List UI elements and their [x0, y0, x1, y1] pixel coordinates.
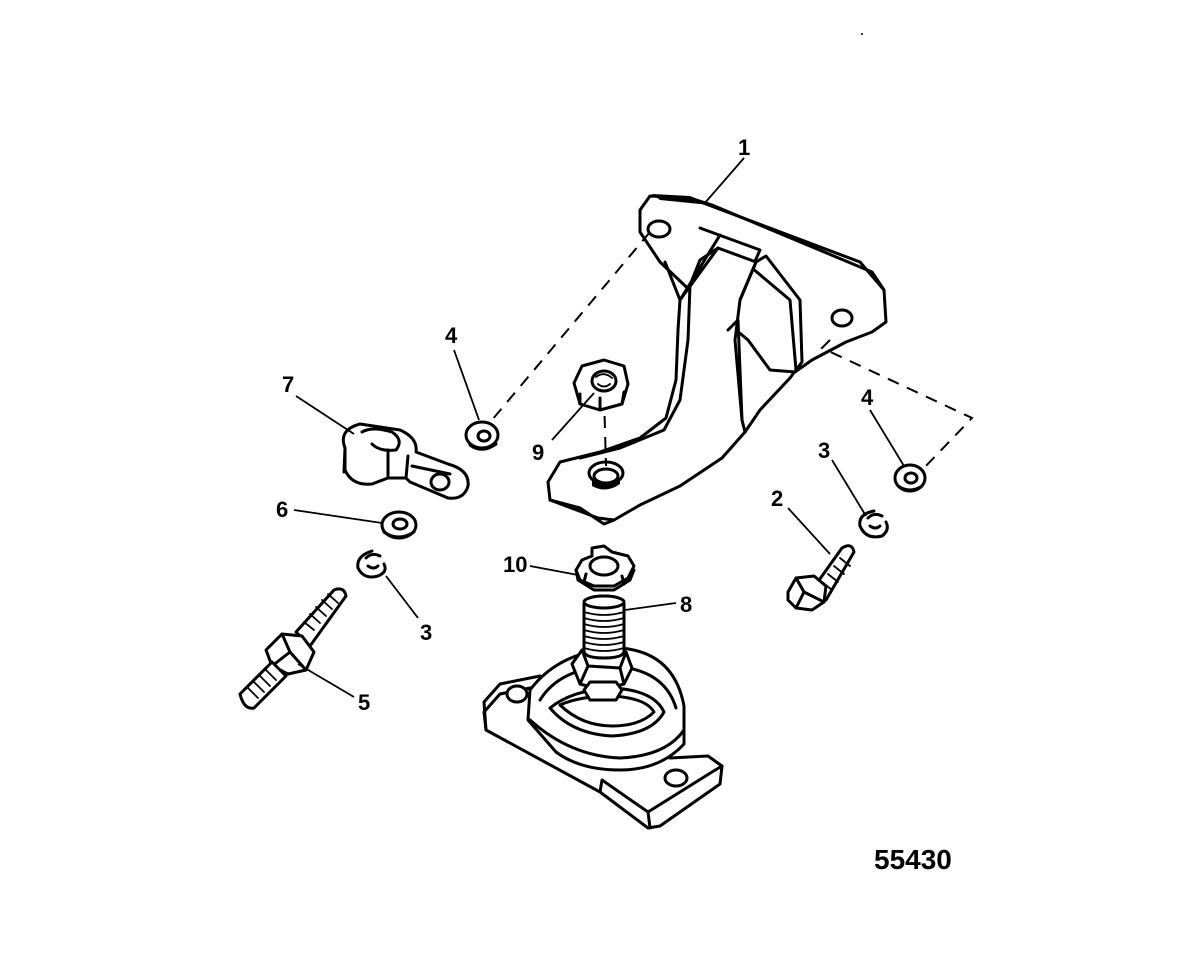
- callout-3-right: 3: [818, 438, 830, 463]
- callout-8: 8: [680, 592, 692, 617]
- callout-labels: 1 4 7 9 4 3 2 6 10 8 3 5: [276, 135, 874, 715]
- bolt-part: [786, 544, 856, 612]
- lock-washer-right-part: [858, 509, 889, 539]
- callout-9: 9: [532, 440, 544, 465]
- callout-3-left: 3: [420, 620, 432, 645]
- bracket-part: [546, 194, 888, 526]
- tab-washer-part: [574, 544, 636, 592]
- callout-2: 2: [771, 486, 783, 511]
- leader-lines: [293, 157, 905, 698]
- flat-washer-left-part: [464, 420, 500, 451]
- clamp-part: [341, 422, 470, 500]
- callout-7: 7: [282, 372, 294, 397]
- engine-mount-part: [482, 594, 724, 830]
- lock-washer-left-part: [356, 549, 387, 579]
- callout-10: 10: [503, 552, 527, 577]
- stud-part: [238, 587, 348, 710]
- callout-5: 5: [358, 690, 370, 715]
- callout-4-right: 4: [861, 385, 874, 410]
- callout-6: 6: [276, 497, 288, 522]
- hex-nut-part: [572, 358, 630, 412]
- callout-4-left: 4: [445, 323, 458, 348]
- figure-number: 55430: [874, 844, 952, 875]
- flat-washer-right-part: [893, 463, 927, 493]
- speck: [861, 33, 863, 35]
- callout-1: 1: [738, 135, 750, 160]
- washer-part: [380, 510, 418, 540]
